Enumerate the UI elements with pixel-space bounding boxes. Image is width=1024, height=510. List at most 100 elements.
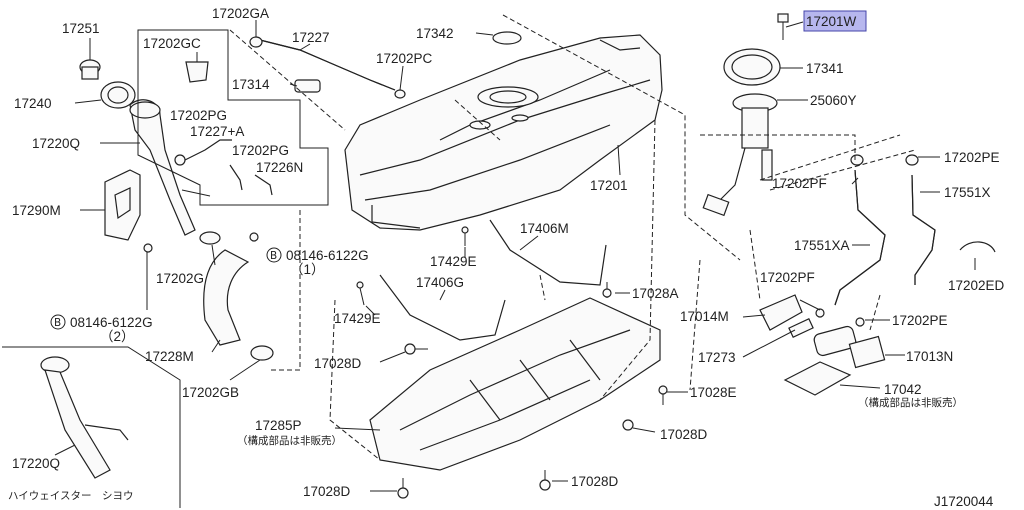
label-17220Q-inset[interactable]: 17220Q <box>12 456 60 471</box>
label-17201W[interactable]: 17201W <box>806 14 857 29</box>
clip-17202PF[interactable] <box>850 154 864 166</box>
bolt-08146-a[interactable] <box>249 232 259 242</box>
label-08146-6122G-b[interactable]: 08146-6122G <box>70 315 153 330</box>
bolt-17429E-a[interactable] <box>461 226 469 246</box>
bolt-17028D-c[interactable] <box>539 470 551 491</box>
label-17251[interactable]: 17251 <box>62 21 100 36</box>
label-17028D-d[interactable]: 17028D <box>303 484 351 499</box>
bolt-symbol-a: B <box>270 250 277 262</box>
label-17551XA[interactable]: 17551XA <box>794 238 850 253</box>
hose-17551XA[interactable] <box>834 169 886 306</box>
bolt-symbol-a-icon <box>266 247 282 263</box>
label-17202GC[interactable]: 17202GC <box>143 36 201 51</box>
label-17028D-a[interactable]: 17028D <box>314 356 362 371</box>
filler-hose-17228M[interactable] <box>203 249 250 346</box>
ring-17240[interactable] <box>100 81 136 109</box>
clip-17202GC[interactable] <box>185 52 209 83</box>
label-17314[interactable]: 17314 <box>232 77 270 92</box>
bolt-17429E-b[interactable] <box>356 281 365 306</box>
clamp-17202GB[interactable] <box>250 345 274 361</box>
label-17202PG-b[interactable]: 17202PG <box>232 143 289 158</box>
pipe-17314[interactable] <box>294 79 321 93</box>
label-17429E-a[interactable]: 17429E <box>430 254 477 269</box>
label-17202PC[interactable]: 17202PC <box>376 51 433 66</box>
label-17028A[interactable]: 17028A <box>632 286 679 301</box>
pipe-17273[interactable] <box>788 318 814 338</box>
label-17429E-b[interactable]: 17429E <box>334 311 381 326</box>
fuel-pump-module-25060Y[interactable] <box>702 93 778 217</box>
filler-cap-17251[interactable] <box>79 59 101 80</box>
label-17202G[interactable]: 17202G <box>156 271 204 286</box>
label-17028E[interactable]: 17028E <box>690 385 737 400</box>
label-17228M[interactable]: 17228M <box>145 349 194 364</box>
label-08146-qty-a: （1） <box>290 262 325 277</box>
part-labels: 17251 17240 17220Q 17290M 17202GC 17202P… <box>8 6 1005 509</box>
label-17551X[interactable]: 17551X <box>944 185 991 200</box>
label-17202PF-a[interactable]: 17202PF <box>772 176 827 191</box>
label-17013N[interactable]: 17013N <box>906 349 953 364</box>
label-17014M[interactable]: 17014M <box>680 309 729 324</box>
filter-17014M[interactable] <box>759 294 803 331</box>
label-17227-A[interactable]: 17227+A <box>190 124 244 139</box>
label-17028D-b[interactable]: 17028D <box>660 427 708 442</box>
bolt-symbol-b: B <box>54 317 61 329</box>
label-17042[interactable]: 17042 <box>884 382 922 397</box>
label-17202ED[interactable]: 17202ED <box>948 278 1005 293</box>
clip-17202GA[interactable] <box>249 36 263 48</box>
label-17290M[interactable]: 17290M <box>12 203 61 218</box>
bracket-17042[interactable] <box>783 361 852 396</box>
label-17042-note: （構成部品は非販売） <box>858 396 963 409</box>
bolt-17028D-d[interactable] <box>397 478 409 499</box>
label-17202PE-top[interactable]: 17202PE <box>944 150 1000 165</box>
clamp-17202G[interactable] <box>199 231 221 245</box>
label-17202PF-b[interactable]: 17202PF <box>760 270 815 285</box>
bolt-17028A[interactable] <box>602 282 612 298</box>
label-17341[interactable]: 17341 <box>806 61 844 76</box>
label-17285P-note: （構成部品は非販売） <box>237 434 342 447</box>
bracket-17290M[interactable] <box>104 169 141 241</box>
hose-17551X[interactable] <box>911 174 936 285</box>
label-17226N[interactable]: 17226N <box>256 160 303 175</box>
label-08146-qty-b: （2） <box>100 329 135 344</box>
vent-hose-17227-A[interactable] <box>184 139 273 196</box>
label-17202GB[interactable]: 17202GB <box>182 385 239 400</box>
clip-17202PC[interactable] <box>394 89 406 99</box>
clip-17202PE[interactable] <box>905 154 919 166</box>
clip-17202ED[interactable] <box>959 241 996 253</box>
label-17273[interactable]: 17273 <box>698 350 736 365</box>
label-17342[interactable]: 17342 <box>416 26 454 41</box>
fuel-pump-17013N[interactable] <box>813 325 886 369</box>
bolt-17028D-a[interactable] <box>404 343 428 355</box>
label-17285P[interactable]: 17285P <box>255 418 302 433</box>
label-17202PG-a[interactable]: 17202PG <box>170 108 227 123</box>
label-17202PE-b[interactable]: 17202PE <box>892 313 948 328</box>
strap-17406G[interactable] <box>379 274 506 341</box>
label-17220Q[interactable]: 17220Q <box>32 136 80 151</box>
label-17227[interactable]: 17227 <box>292 30 330 45</box>
clip-17202PG[interactable] <box>174 154 186 166</box>
inset-highway-star <box>2 346 181 508</box>
bolt-17028D-b[interactable] <box>622 419 634 431</box>
screw-17201W[interactable] <box>777 13 789 40</box>
label-17202GA[interactable]: 17202GA <box>212 6 269 21</box>
highlight-17201W <box>803 10 867 32</box>
strap-17406M[interactable] <box>489 219 607 286</box>
label-17406M[interactable]: 17406M <box>520 221 569 236</box>
bolt-08146-b[interactable] <box>143 243 153 253</box>
label-17406G[interactable]: 17406G <box>416 275 464 290</box>
fuel-tank-17201[interactable] <box>344 34 663 231</box>
label-25060Y[interactable]: 25060Y <box>810 93 857 108</box>
label-17201[interactable]: 17201 <box>590 178 628 193</box>
protector-17285P[interactable] <box>369 297 661 471</box>
bolt-symbol-b-icon <box>50 314 66 330</box>
dashed-leaders <box>229 14 916 461</box>
gasket-17342[interactable] <box>492 31 522 45</box>
label-08146-6122G-a[interactable]: 08146-6122G <box>286 248 369 263</box>
inset-caption: ハイウェイスター シヨウ <box>8 490 133 502</box>
bolt-17028E[interactable] <box>658 385 668 405</box>
label-17240[interactable]: 17240 <box>14 96 52 111</box>
label-17028D-c[interactable]: 17028D <box>571 474 619 489</box>
hose-17227[interactable] <box>259 39 396 91</box>
inset-filler-neck[interactable] <box>40 356 129 479</box>
